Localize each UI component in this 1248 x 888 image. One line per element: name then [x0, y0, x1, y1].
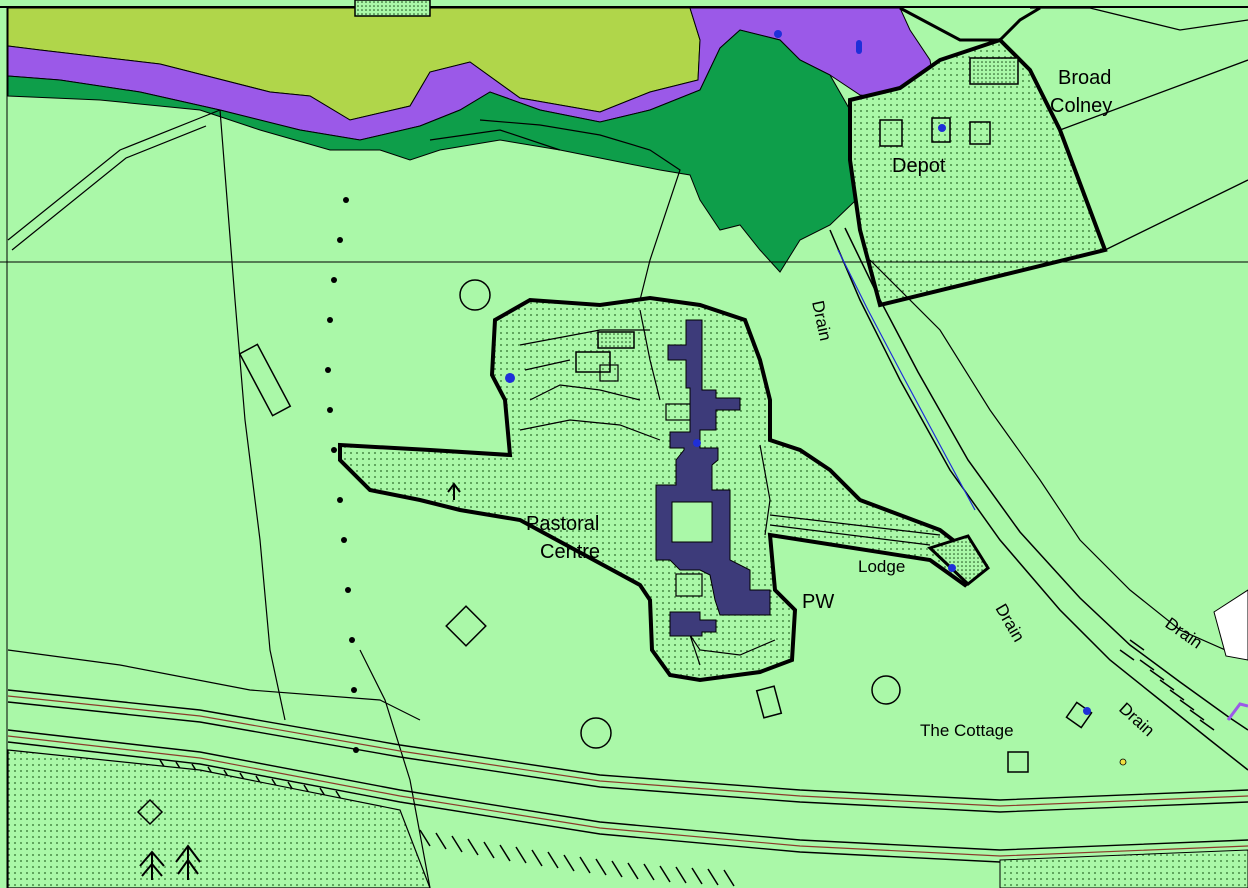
field-circle	[871, 675, 901, 705]
annex-outline	[675, 573, 703, 597]
annex-building	[669, 611, 717, 637]
cottage-building	[1065, 701, 1093, 729]
drain-channel	[829, 229, 1248, 771]
label-cottage: The Cottage	[920, 721, 1014, 740]
conifer-tree-icon	[139, 482, 461, 880]
depot-building	[969, 121, 991, 145]
courtyard	[671, 501, 713, 543]
bottom-right-area	[999, 849, 1248, 888]
drain-channel-bank	[844, 227, 1248, 731]
label-broad: Broad	[1058, 67, 1111, 89]
label-pastoral: Pastoral	[526, 513, 599, 535]
lodge-plot	[927, 534, 990, 586]
top-tab	[354, 0, 431, 17]
label-colney: Colney	[1050, 95, 1112, 117]
field-rect	[1007, 751, 1029, 773]
broad-colney-boundary	[899, 6, 1041, 42]
field-rect	[445, 605, 487, 647]
footpath	[7, 109, 221, 251]
field-boundary-2	[7, 649, 431, 888]
purple-boundary-mark	[1226, 702, 1248, 721]
blue-dot-icon	[505, 30, 1127, 766]
woodland-area	[7, 29, 861, 273]
depot-building	[879, 119, 903, 147]
garden-building	[575, 351, 611, 373]
drain-water	[837, 249, 976, 511]
garden-building	[597, 331, 635, 349]
field-rect	[238, 343, 292, 417]
field-rect	[755, 685, 783, 719]
garden-building	[599, 364, 619, 382]
hedge-dots	[325, 197, 359, 753]
bottom-woodland	[7, 749, 431, 888]
label-depot: Depot	[892, 155, 946, 177]
map-edge-wedge	[1213, 589, 1248, 661]
field-boundary	[219, 109, 681, 721]
inner-paths	[519, 309, 941, 666]
railway-upper	[7, 689, 1248, 813]
tree-outline	[136, 798, 164, 826]
road-edge	[869, 259, 1248, 661]
field-circle	[459, 279, 491, 311]
label-centre: Centre	[540, 541, 600, 563]
label-pw: PW	[802, 591, 834, 613]
depot-building	[969, 57, 1019, 85]
field-circle	[580, 717, 612, 749]
depot-building	[931, 117, 951, 143]
label-lodge: Lodge	[858, 557, 905, 576]
